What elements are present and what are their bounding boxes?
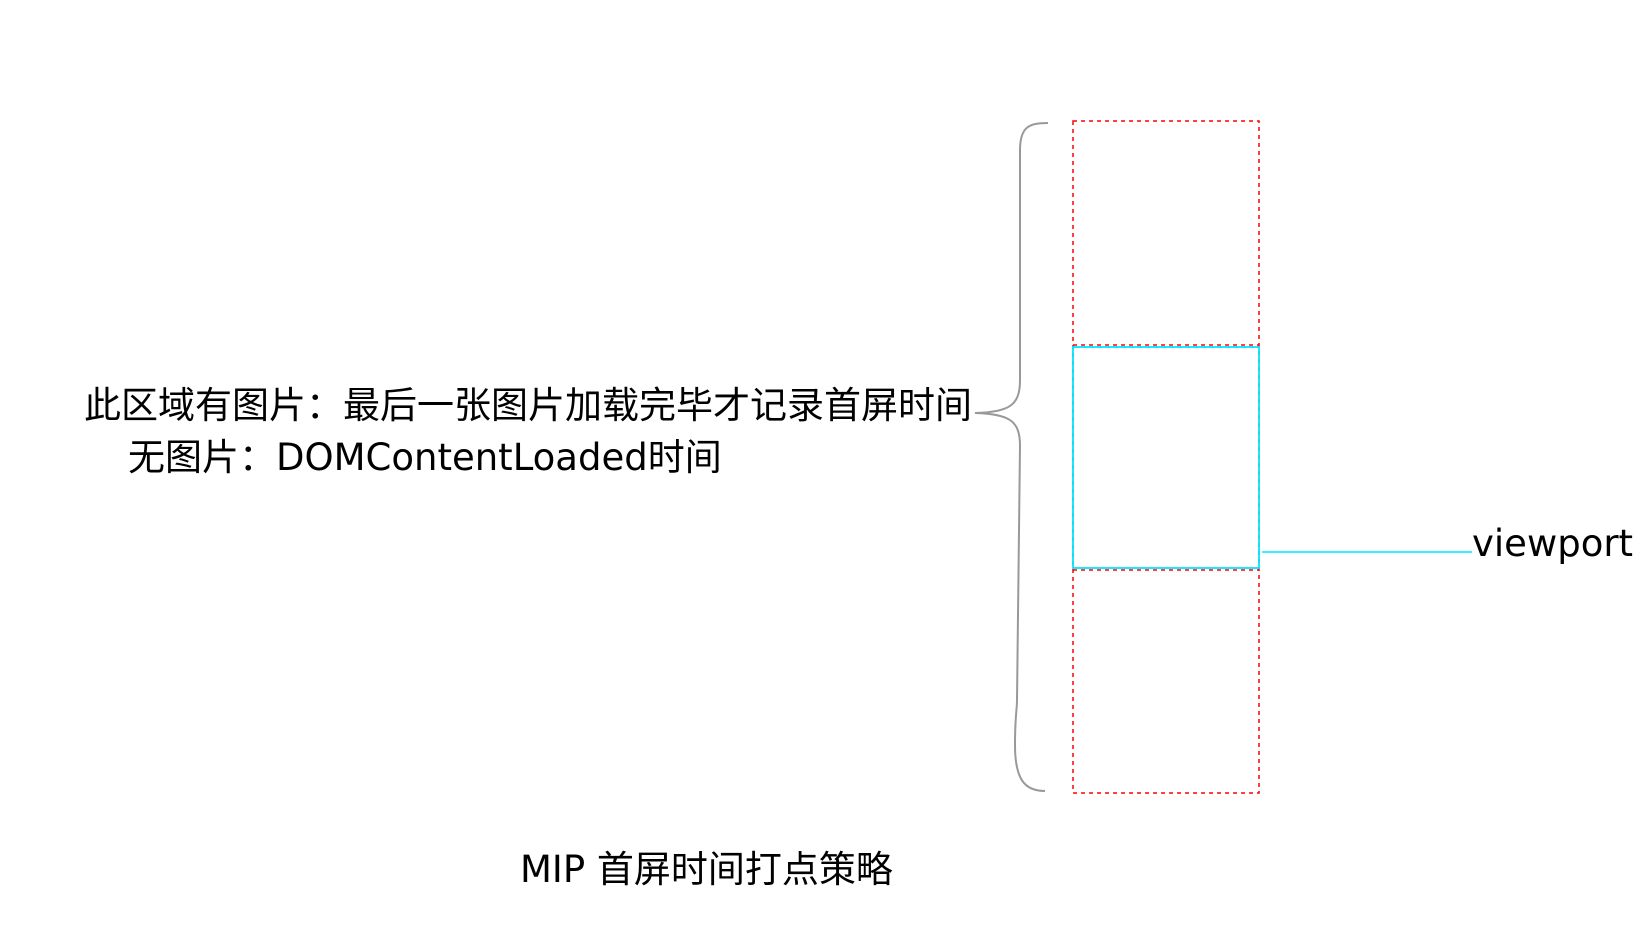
page-region-outline bbox=[1072, 120, 1260, 794]
annotation-image-rule: 此区域有图片：最后一张图片加载完毕才记录首屏时间 bbox=[84, 384, 972, 427]
diagram-caption: MIP 首屏时间打点策略 bbox=[520, 848, 893, 891]
annotation-no-image-rule: 无图片：DOMContentLoaded时间 bbox=[128, 436, 722, 479]
viewport-outline bbox=[1072, 346, 1260, 569]
curly-brace bbox=[974, 122, 1049, 792]
viewport-label: viewport bbox=[1472, 522, 1634, 565]
